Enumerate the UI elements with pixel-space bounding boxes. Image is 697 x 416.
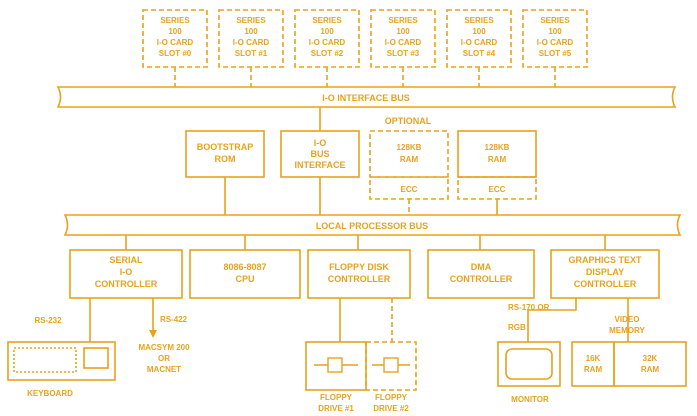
bootstrap-label-1: BOOTSTRAP: [197, 142, 254, 152]
local-processor-bus: LOCAL PROCESSOR BUS: [63, 214, 682, 236]
graphics-display-controller: GRAPHICS TEXT DISPLAY CONTROLLER: [550, 235, 660, 299]
slot-3-label-1: SERIES: [388, 16, 418, 25]
slot-1-label-1: SERIES: [236, 16, 266, 25]
slot-4-label-2: 100: [472, 27, 486, 36]
slot-4-label-3: I-O CARD: [461, 38, 498, 47]
local-bus-label: LOCAL PROCESSOR BUS: [316, 221, 428, 231]
rs422-arrow-icon: [149, 330, 157, 338]
slot-5: SERIES 100 I-O CARD SLOT #5: [522, 9, 588, 68]
io-interface-bus: I-O INTERFACE BUS: [56, 86, 677, 108]
rs170-label-1: RS-170 OR: [508, 303, 550, 312]
serial-label-2: I-O: [120, 267, 133, 277]
floppy-ctrl-label-2: CONTROLLER: [328, 274, 391, 284]
keyboard: KEYBOARD: [7, 341, 116, 398]
slot-1-label-3: I-O CARD: [233, 38, 270, 47]
cpu-label-2: CPU: [235, 274, 254, 284]
slot-5-label-2: 100: [548, 27, 562, 36]
ram16-label-2: RAM: [584, 365, 603, 374]
floppy-disk-controller: FLOPPY DISK CONTROLLER: [307, 235, 411, 299]
drive2-label-2: DRIVE #2: [373, 404, 409, 413]
rs232-label: RS-232: [34, 316, 62, 325]
dma-controller: DMA CONTROLLER: [427, 235, 535, 299]
ram32-label-2: RAM: [641, 365, 660, 374]
floppy-ctrl-label-1: FLOPPY DISK: [329, 262, 389, 272]
video-memory: VIDEO MEMORY 16K RAM 32K RAM: [571, 298, 687, 387]
slot-5-label-3: I-O CARD: [537, 38, 574, 47]
ram16-label-1: 16K: [586, 354, 601, 363]
io-bus-label: I-O INTERFACE BUS: [322, 93, 410, 103]
standard-ram: 128KB RAM ECC: [457, 130, 537, 215]
slot-3: SERIES 100 I-O CARD SLOT #3: [370, 9, 436, 68]
macsym-label-1: MACSYM 200: [138, 343, 190, 352]
slot-2-label-3: I-O CARD: [309, 38, 346, 47]
slot-3-label-4: SLOT #3: [387, 49, 420, 58]
bootstrap-label-2: ROM: [215, 154, 236, 164]
macsym-label-2: OR: [158, 354, 170, 363]
serial-io-controller: SERIAL I-O CONTROLLER: [69, 235, 183, 299]
slot-1: SERIES 100 I-O CARD SLOT #1: [218, 9, 284, 68]
serial-label-3: CONTROLLER: [95, 279, 158, 289]
io-bus-if-label-3: INTERFACE: [294, 160, 345, 170]
slot-3-label-2: 100: [396, 27, 410, 36]
cpu: 8086-8087 CPU: [189, 235, 301, 299]
slot-2-label-2: 100: [320, 27, 334, 36]
optional-ecc-label: ECC: [401, 185, 418, 194]
video-memory-label-1: VIDEO: [615, 315, 640, 324]
monitor-link: RS-170 OR RGB: [508, 298, 577, 342]
io-bus-interface: I-O BUS INTERFACE: [280, 107, 360, 215]
ram32-label-1: 32K: [643, 354, 658, 363]
slot-4: SERIES 100 I-O CARD SLOT #4: [446, 9, 512, 68]
keyboard-label: KEYBOARD: [27, 389, 73, 398]
slot-4-label-1: SERIES: [464, 16, 494, 25]
slot-5-label-4: SLOT #5: [539, 49, 572, 58]
optional-label: OPTIONAL: [385, 116, 432, 126]
slot-0-label-4: SLOT #0: [159, 49, 192, 58]
dma-label-2: CONTROLLER: [450, 274, 513, 284]
slot-0-label-3: I-O CARD: [157, 38, 194, 47]
slot-2: SERIES 100 I-O CARD SLOT #2: [294, 9, 360, 68]
io-bus-if-label-1: I-O: [314, 138, 327, 148]
standard-ram-label-2: RAM: [488, 155, 507, 164]
slot-4-label-4: SLOT #4: [463, 49, 496, 58]
slot-1-label-4: SLOT #1: [235, 49, 268, 58]
floppy-drive-1: FLOPPY DRIVE #1: [305, 298, 367, 413]
slot-0: SERIES 100 I-O CARD SLOT #0: [142, 9, 208, 68]
serial-label-1: SERIAL: [109, 255, 143, 265]
optional-ram: 128KB RAM ECC: [369, 130, 449, 215]
rs422-label: RS-422: [160, 315, 188, 324]
slot-2-label-4: SLOT #2: [311, 49, 344, 58]
video-memory-label-2: MEMORY: [609, 326, 645, 335]
gfx-label-2: DISPLAY: [586, 267, 624, 277]
gfx-label-1: GRAPHICS TEXT: [568, 255, 642, 265]
cpu-label-1: 8086-8087: [223, 262, 266, 272]
rs422-link: RS-422 MACSYM 200 OR MACNET: [138, 298, 190, 374]
macsym-label-3: MACNET: [147, 365, 181, 374]
dma-label-1: DMA: [471, 262, 492, 272]
slot-3-label-3: I-O CARD: [385, 38, 422, 47]
slot-5-label-1: SERIES: [540, 16, 570, 25]
floppy-drive-2: FLOPPY DRIVE #2: [365, 298, 417, 413]
slot-1-label-2: 100: [244, 27, 258, 36]
bootstrap-rom: BOOTSTRAP ROM: [185, 130, 265, 215]
monitor-label: MONITOR: [511, 395, 549, 404]
rs232-link: RS-232: [34, 298, 91, 342]
slot-0-label-2: 100: [168, 27, 182, 36]
monitor: MONITOR: [497, 341, 561, 404]
drive1-label-2: DRIVE #1: [318, 404, 354, 413]
optional-ram-label-2: RAM: [400, 155, 419, 164]
gfx-label-3: CONTROLLER: [574, 279, 637, 289]
io-card-slots: SERIES 100 I-O CARD SLOT #0 SERIES 100 I…: [142, 9, 588, 87]
slot-0-label-1: SERIES: [160, 16, 190, 25]
drive1-label-1: FLOPPY: [320, 393, 353, 402]
rs170-label-2: RGB: [508, 323, 526, 332]
optional-ram-label-1: 128KB: [397, 143, 422, 152]
io-bus-if-label-2: BUS: [310, 149, 329, 159]
slot-2-label-1: SERIES: [312, 16, 342, 25]
drive2-label-1: FLOPPY: [375, 393, 408, 402]
standard-ecc-label: ECC: [489, 185, 506, 194]
standard-ram-label-1: 128KB: [485, 143, 510, 152]
